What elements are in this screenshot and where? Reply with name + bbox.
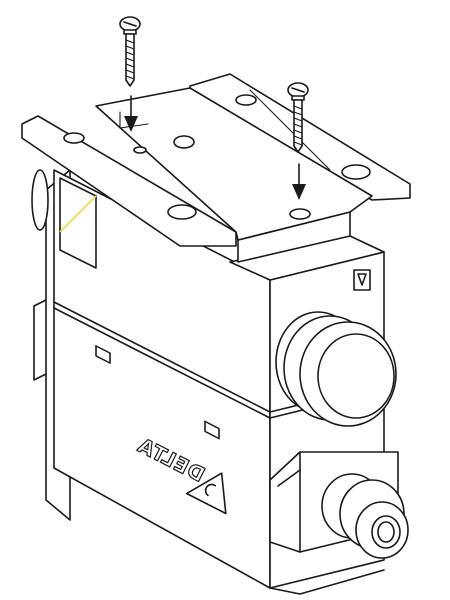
pneumatic-fitting-lower	[269, 451, 409, 559]
housing-front: DELTA	[53, 169, 271, 589]
down-arrow-right	[292, 163, 306, 200]
pneumatic-fitting-upper	[275, 311, 397, 427]
down-arrow-left	[124, 95, 138, 132]
screw-left	[119, 16, 141, 87]
mounting-bracket	[21, 73, 411, 263]
housing-base	[269, 569, 385, 595]
screw-right	[287, 82, 309, 153]
